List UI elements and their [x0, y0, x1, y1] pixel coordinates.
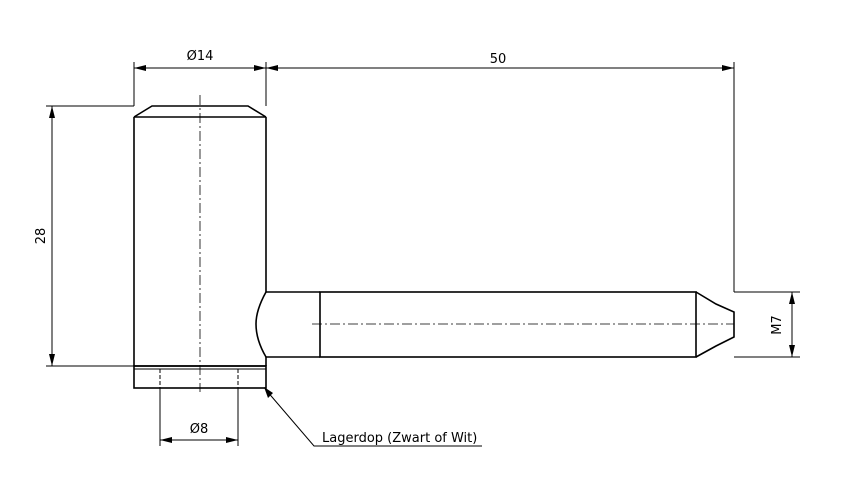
dimension-bottom-diameter: Ø8	[160, 422, 238, 443]
vertical-pin-body	[133, 95, 267, 392]
dimension-thread: M7	[770, 292, 795, 357]
horizontal-arm	[255, 291, 735, 358]
bearing-cap-callout: Lagerdop (Zwart of Wit)	[264, 387, 482, 447]
bottom-diameter-label: Ø8	[190, 422, 209, 437]
bearing-cap-label: Lagerdop (Zwart of Wit)	[322, 431, 477, 446]
bearing-cap	[133, 365, 267, 389]
extension-lines	[46, 62, 800, 446]
height-label: 28	[34, 228, 49, 245]
dimension-top-diameter: Ø14	[134, 49, 266, 71]
length-label: 50	[490, 52, 507, 67]
dimension-length: 50	[266, 52, 734, 71]
top-diameter-label: Ø14	[187, 49, 214, 64]
thread-label: M7	[770, 315, 785, 335]
dimension-height: 28	[34, 106, 55, 366]
